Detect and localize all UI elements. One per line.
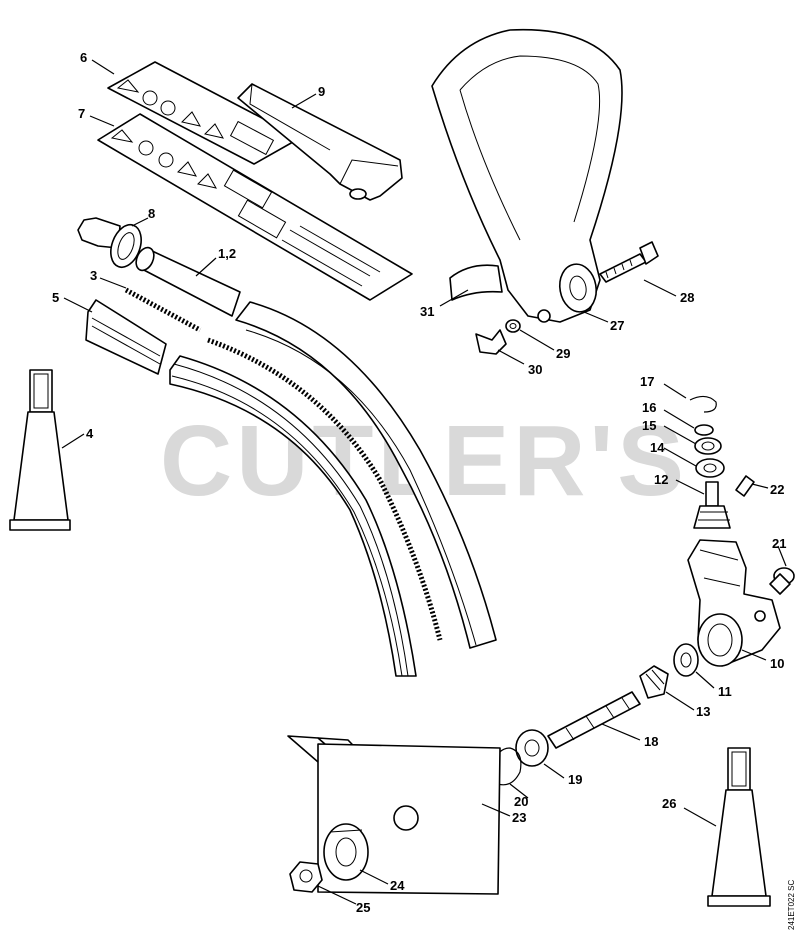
callout-15: 15: [642, 418, 656, 433]
callout-10: 10: [770, 656, 784, 671]
part-29-washer: [505, 319, 521, 333]
leader-lines: [61, 59, 787, 905]
callout-26: 26: [662, 796, 676, 811]
callout-25: 25: [356, 900, 370, 915]
part-5-liner: [85, 299, 417, 677]
callout-labels: 6 9 7 8 1,2 3 5 4 31 28 27 29 30 17 16 1…: [52, 50, 786, 915]
callout-24: 24: [390, 878, 405, 893]
part-15-bearing: [694, 437, 722, 455]
part-19-bearing: [515, 729, 549, 767]
callout-7: 7: [78, 106, 85, 121]
callout-13: 13: [696, 704, 710, 719]
callout-3: 3: [90, 268, 97, 283]
part-14-bearing: [695, 458, 725, 478]
callout-1-2: 1,2: [218, 246, 236, 261]
callout-23: 23: [512, 810, 526, 825]
callout-8: 8: [148, 206, 155, 221]
part-10-gear-housing: [687, 539, 781, 667]
callout-22: 22: [770, 482, 784, 497]
callout-9: 9: [318, 84, 325, 99]
part-9-guard: [237, 83, 403, 201]
callout-19: 19: [568, 772, 582, 787]
part-12-bevel-gear: [693, 481, 731, 529]
callout-21: 21: [772, 536, 786, 551]
part-24-thrust-washer: [323, 823, 369, 881]
part-17-circlip: [689, 395, 717, 413]
callout-16: 16: [642, 400, 656, 415]
part-11-bearing: [673, 643, 699, 677]
part-31-pad: [449, 264, 503, 301]
callout-4: 4: [86, 426, 94, 441]
part-27-loop-handle: [431, 28, 623, 323]
callout-12: 12: [654, 472, 668, 487]
part-28-bolt: [599, 241, 659, 283]
callout-6: 6: [80, 50, 87, 65]
part-16-ring: [694, 424, 714, 436]
callout-20: 20: [514, 794, 528, 809]
part-30-wing-nut: [475, 329, 507, 355]
part-3-drive-shaft: [124, 287, 443, 641]
callout-18: 18: [644, 734, 658, 749]
callout-28: 28: [680, 290, 694, 305]
part-1-2-drive-tube: [135, 246, 497, 649]
part-13-bevel-gear: [639, 665, 669, 699]
drawing-code: 241ET022 SC: [787, 880, 796, 930]
part-18-output-shaft: [547, 691, 641, 749]
part-21-plug-screw: [769, 567, 795, 595]
callout-5: 5: [52, 290, 59, 305]
callout-14: 14: [650, 440, 665, 455]
callout-17: 17: [640, 374, 654, 389]
callout-29: 29: [556, 346, 570, 361]
callout-11: 11: [718, 684, 732, 699]
part-25-nut: [289, 861, 323, 893]
callout-31: 31: [420, 304, 434, 319]
warning-decal-7: [97, 113, 413, 301]
part-22-screw: [735, 475, 755, 497]
callout-27: 27: [610, 318, 624, 333]
callout-30: 30: [528, 362, 542, 377]
part-26-grease-tube: [707, 747, 771, 907]
part-8-plug: [77, 217, 142, 269]
blade: [287, 735, 501, 895]
part-4-grease-tube: [9, 369, 71, 531]
